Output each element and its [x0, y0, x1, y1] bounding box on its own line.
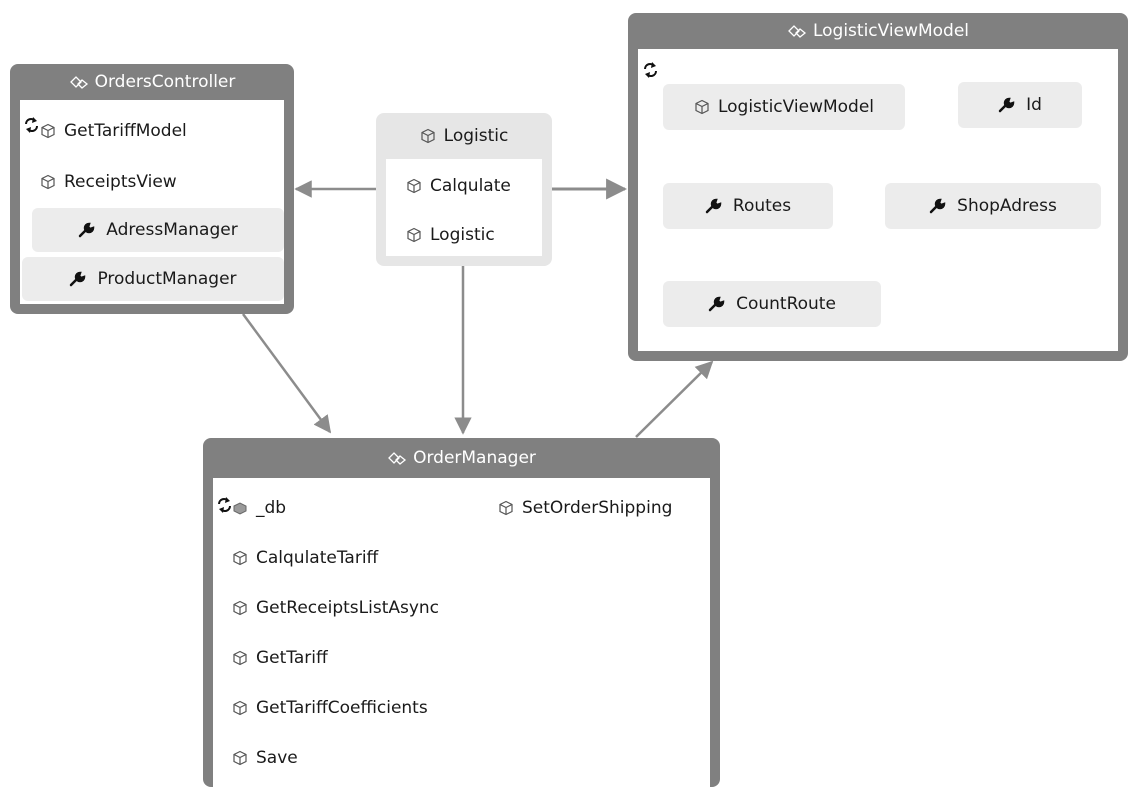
property-label: Routes	[732, 196, 792, 216]
logistic-header[interactable]: Logistic	[376, 113, 552, 159]
property-item[interactable]: ProductManager	[22, 257, 284, 301]
method-cube-icon	[232, 600, 248, 616]
order-manager-body: _db SetOrderShipping CalqulateTariff Get…	[213, 478, 710, 787]
method-item[interactable]: ReceiptsView	[40, 169, 177, 195]
refresh-icon	[215, 496, 235, 514]
method-item[interactable]: GetTariffModel	[40, 118, 187, 144]
refresh-icon	[22, 116, 42, 134]
class-icon	[787, 22, 807, 40]
refresh-icon	[641, 61, 661, 79]
property-item[interactable]: Routes	[663, 183, 833, 229]
method-label: GetTariff	[256, 648, 328, 668]
property-label: AdressManager	[106, 220, 238, 240]
logistic-view-model-header[interactable]: LogisticViewModel	[628, 13, 1128, 49]
method-cube-icon	[420, 128, 436, 144]
method-cube-icon	[694, 99, 710, 115]
property-label: Id	[1026, 95, 1042, 115]
edge-ordermanager-to-logisticviewmodel[interactable]	[635, 360, 714, 438]
order-manager-title: OrderManager	[413, 448, 536, 468]
method-label: Save	[256, 748, 298, 768]
field-icon	[232, 500, 248, 516]
wrench-icon	[998, 97, 1016, 113]
method-label: GetReceiptsListAsync	[256, 598, 440, 618]
property-item[interactable]: CountRoute	[663, 281, 881, 327]
class-icon	[69, 73, 89, 91]
logistic-view-model-node[interactable]: LogisticViewModel LogisticViewModel Id R…	[628, 13, 1128, 361]
method-label: SetOrderShipping	[522, 498, 673, 518]
orders-controller-title: OrdersController	[94, 72, 236, 92]
method-label: Logistic	[430, 225, 495, 245]
wrench-icon	[708, 296, 726, 312]
field-item[interactable]: _db	[232, 495, 286, 521]
method-item[interactable]: GetReceiptsListAsync	[232, 595, 439, 621]
wrench-icon	[78, 222, 96, 238]
method-item[interactable]: Logistic	[406, 222, 495, 248]
method-item[interactable]: Save	[232, 745, 298, 771]
logistic-view-model-title: LogisticViewModel	[812, 21, 970, 41]
method-label: LogisticViewModel	[717, 97, 875, 117]
property-item[interactable]: AdressManager	[32, 208, 284, 252]
wrench-icon	[705, 198, 723, 214]
field-label: _db	[256, 498, 287, 518]
property-label: ProductManager	[97, 269, 237, 289]
edge-orderscontroller-to-ordermanager[interactable]	[241, 313, 332, 434]
logistic-view-model-body: LogisticViewModel Id Routes ShopAdress C…	[638, 49, 1118, 351]
method-cube-icon	[406, 178, 422, 194]
logistic-node[interactable]: Logistic Calqulate Logistic	[376, 113, 552, 266]
method-cube-icon	[40, 174, 56, 190]
method-item[interactable]: GetTariffCoefficients	[232, 695, 428, 721]
method-label: ReceiptsView	[64, 172, 177, 192]
wrench-icon	[69, 271, 87, 287]
logistic-body: Calqulate Logistic	[386, 159, 542, 256]
logistic-title: Logistic	[443, 126, 509, 146]
order-manager-header[interactable]: OrderManager	[203, 438, 720, 478]
orders-controller-node[interactable]: OrdersController GetTariffModel Receipts…	[10, 64, 294, 314]
class-icon	[387, 449, 407, 467]
method-item[interactable]: LogisticViewModel	[663, 84, 905, 130]
orders-controller-body: GetTariffModel ReceiptsView AdressManage…	[20, 100, 284, 304]
wrench-icon	[929, 198, 947, 214]
method-item[interactable]: SetOrderShipping	[498, 495, 672, 521]
orders-controller-header[interactable]: OrdersController	[10, 64, 294, 100]
method-label: GetTariffCoefficients	[256, 698, 428, 718]
method-label: Calqulate	[430, 176, 511, 196]
method-cube-icon	[232, 750, 248, 766]
method-item[interactable]: CalqulateTariff	[232, 545, 378, 571]
method-label: GetTariffModel	[64, 121, 187, 141]
method-cube-icon	[232, 700, 248, 716]
method-cube-icon	[232, 650, 248, 666]
property-label: CountRoute	[736, 294, 836, 314]
method-label: CalqulateTariff	[256, 548, 379, 568]
method-cube-icon	[498, 500, 514, 516]
method-item[interactable]: Calqulate	[406, 173, 511, 199]
method-cube-icon	[40, 123, 56, 139]
method-item[interactable]: GetTariff	[232, 645, 328, 671]
order-manager-node[interactable]: OrderManager _db SetOrderShipping Calqul…	[203, 438, 720, 787]
method-cube-icon	[406, 227, 422, 243]
property-label: ShopAdress	[957, 196, 1057, 216]
property-item[interactable]: ShopAdress	[885, 183, 1101, 229]
method-cube-icon	[232, 550, 248, 566]
property-item[interactable]: Id	[958, 82, 1082, 128]
